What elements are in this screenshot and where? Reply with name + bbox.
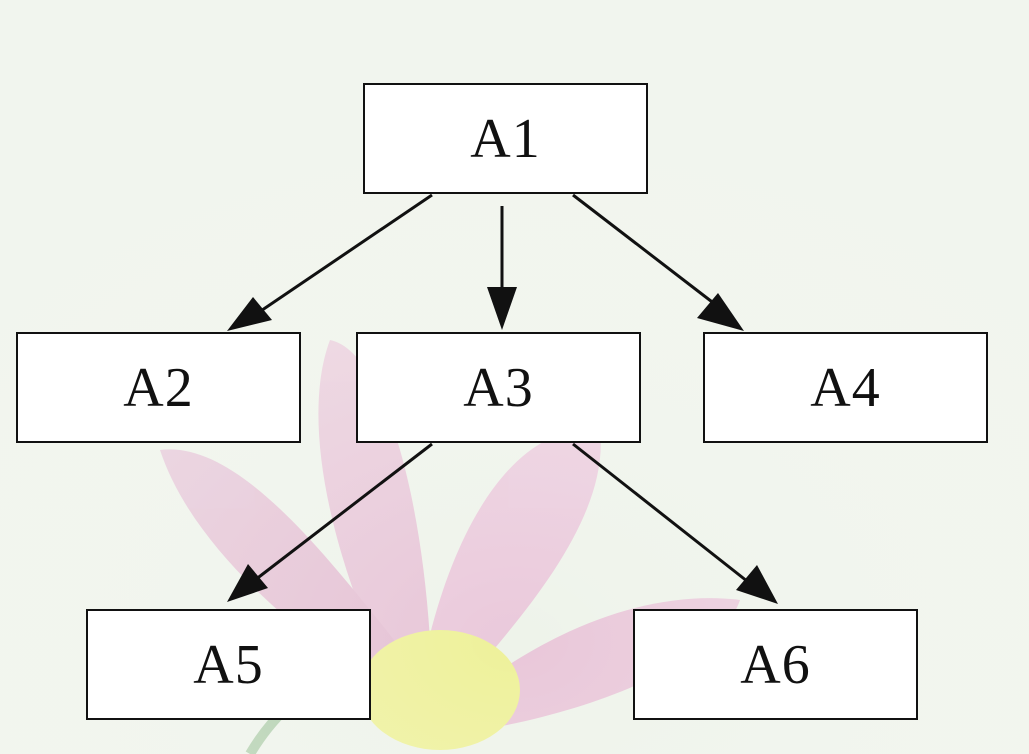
node-a1: A1 xyxy=(363,83,648,194)
node-a6: A6 xyxy=(633,609,918,720)
node-a6-label: A6 xyxy=(740,633,811,696)
arrowhead-a3-to-a6 xyxy=(736,565,778,604)
arrowhead-a1-to-a4 xyxy=(697,293,744,331)
node-a4-label: A4 xyxy=(810,356,881,419)
node-a5-label: A5 xyxy=(193,633,264,696)
node-a3-label: A3 xyxy=(463,356,534,419)
node-a4: A4 xyxy=(703,332,988,443)
node-a2-label: A2 xyxy=(123,356,194,419)
arrow-a1-to-a2 xyxy=(239,193,433,327)
node-a1-label: A1 xyxy=(470,107,541,170)
arrowhead-a1-to-a2 xyxy=(227,297,272,331)
node-a5: A5 xyxy=(86,609,371,720)
node-a2: A2 xyxy=(16,332,301,443)
arrow-a3-to-a6 xyxy=(572,442,753,587)
node-a3: A3 xyxy=(356,332,641,443)
arrow-a1-to-a4 xyxy=(572,193,721,310)
arrowhead-a1-to-a3 xyxy=(487,287,517,330)
arrowhead-a3-to-a5 xyxy=(227,564,268,602)
arrow-a3-to-a5 xyxy=(254,442,433,582)
